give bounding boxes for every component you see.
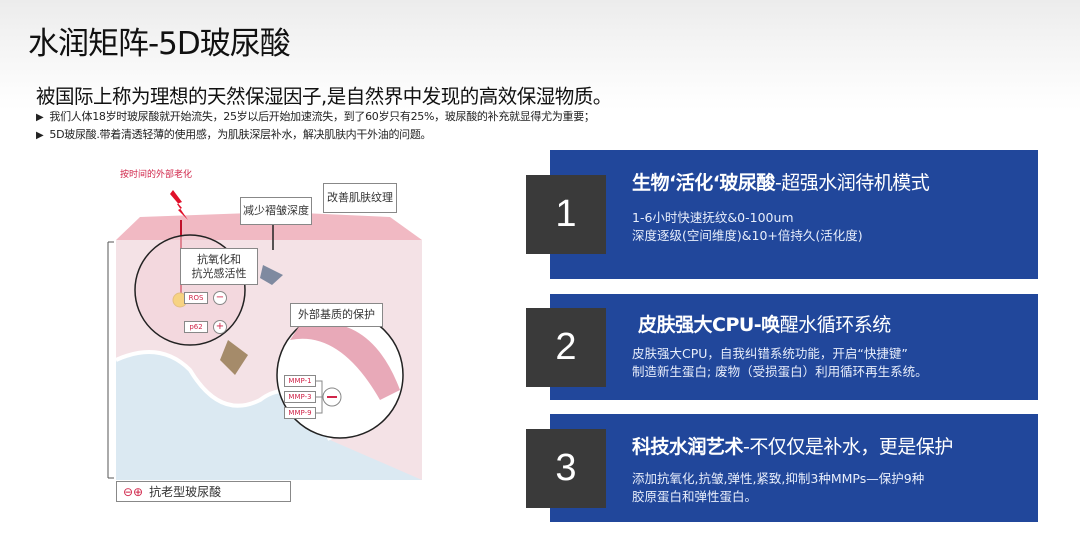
card-text: 添加抗氧化,抗皱,弹性,紧致,抑制3种MMPs—保护9种胶原蛋白和弹性蛋白。 [632, 470, 924, 506]
triangle-bullet-icon: ▶ [36, 112, 44, 123]
card-text: 1-6小时快速抚纹&0-100um 深度逐级(空间维度)&10+倍持久(活化度) [632, 209, 863, 245]
card-line: 制造新生蛋白; 废物（受损蛋白）利用循环再生系统。 [632, 364, 928, 379]
card-title-rest: -不仅仅是补水，更是保护 [743, 436, 953, 458]
card-line: 1-6小时快速抚纹&0-100um [632, 210, 794, 225]
card-line: 添加抗氧化,抗皱,弹性,紧致,抑制3种MMPs—保护9种 [632, 471, 925, 486]
feature-card-1: 生物‘活化‘玻尿酸-超强水润待机模式 1-6小时快速抚纹&0-100um 深度逐级… [550, 150, 1038, 279]
bullet-text: 5D玻尿酸.带着清透轻薄的使用感，为肌肤深层补水，解决肌肤内干外油的问题。 [49, 128, 432, 141]
card-title-bold: 科技水润艺术 [632, 436, 744, 458]
matrix-protection-label: 外部基质的保护 [290, 303, 383, 327]
card-number: 1 [526, 175, 606, 254]
triangle-bullet-icon: ▶ [36, 130, 44, 141]
texture-label: 改善肌肤纹理 [323, 183, 397, 213]
card-line: 胶原蛋白和弹性蛋白。 [632, 489, 758, 504]
feature-card-2: 皮肤强大CPU-唤醒水循环系统 皮肤强大CPU，自我纠错系统功能，开启“快捷键”… [550, 294, 1038, 400]
plus-icon: + [213, 320, 227, 334]
card-title-bold: 皮肤强大CPU-唤 [638, 314, 780, 336]
card-title-rest: 醒水循环系统 [779, 314, 892, 336]
lightning-icon [170, 190, 188, 220]
minus-plus-icon: ⊖⊕ [123, 484, 144, 499]
card-title: 生物‘活化‘玻尿酸-超强水润待机模式 [632, 168, 930, 195]
skin-diagram: 按时间的外部老化 减少褶皱深度 改善肌肤纹理 抗氧化和抗光感活性 ROS − p… [100, 160, 430, 510]
mmp-label: MMP-9 [284, 407, 316, 419]
bullet-item: ▶ 5D玻尿酸.带着清透轻薄的使用感，为肌肤深层补水，解决肌肤内干外油的问题。 [36, 126, 432, 142]
card-title-bold: 生物‘活化‘玻尿酸 [632, 172, 775, 194]
feature-card-3: 科技水润艺术-不仅仅是补水，更是保护 添加抗氧化,抗皱,弹性,紧致,抑制3种MM… [550, 414, 1038, 522]
wrinkle-label: 减少褶皱深度 [240, 197, 312, 225]
aging-label: 按时间的外部老化 [120, 170, 193, 180]
card-number: 2 [526, 308, 606, 387]
antioxidant-label-line: 抗光感活性 [191, 266, 247, 280]
subtitle: 被国际上称为理想的天然保湿因子,是自然界中发现的高效保湿物质。 [36, 85, 612, 108]
page-title: 水润矩阵-5D玻尿酸 [28, 26, 291, 62]
ros-label: ROS [184, 292, 208, 304]
card-title: 科技水润艺术-不仅仅是补水，更是保护 [632, 432, 953, 459]
legend-text: 抗老型玻尿酸 [149, 484, 222, 499]
antioxidant-label-line: 抗氧化和 [197, 252, 241, 266]
minus-icon: − [213, 291, 227, 305]
p62-label: p62 [184, 321, 208, 333]
mmp-label: MMP-1 [284, 375, 316, 387]
card-title: 皮肤强大CPU-唤醒水循环系统 [638, 310, 891, 337]
card-text: 皮肤强大CPU，自我纠错系统功能，开启“快捷键” 制造新生蛋白; 废物（受损蛋白）… [632, 345, 928, 381]
card-line: 皮肤强大CPU，自我纠错系统功能，开启“快捷键” [632, 346, 908, 361]
bullet-item: ▶ 我们人体18岁时玻尿酸就开始流失，25岁以后开始加速流失，到了60岁只有25%… [36, 108, 595, 124]
card-line: 深度逐级(空间维度)&10+倍持久(活化度) [632, 228, 863, 243]
bullet-text: 我们人体18岁时玻尿酸就开始流失，25岁以后开始加速流失，到了60岁只有25%，… [49, 110, 595, 123]
card-title-rest: -超强水润待机模式 [774, 172, 930, 194]
legend: ⊖⊕ 抗老型玻尿酸 [116, 481, 291, 502]
mmp-label: MMP-3 [284, 391, 316, 403]
card-number: 3 [526, 429, 606, 508]
antioxidant-label: 抗氧化和抗光感活性 [180, 248, 258, 285]
